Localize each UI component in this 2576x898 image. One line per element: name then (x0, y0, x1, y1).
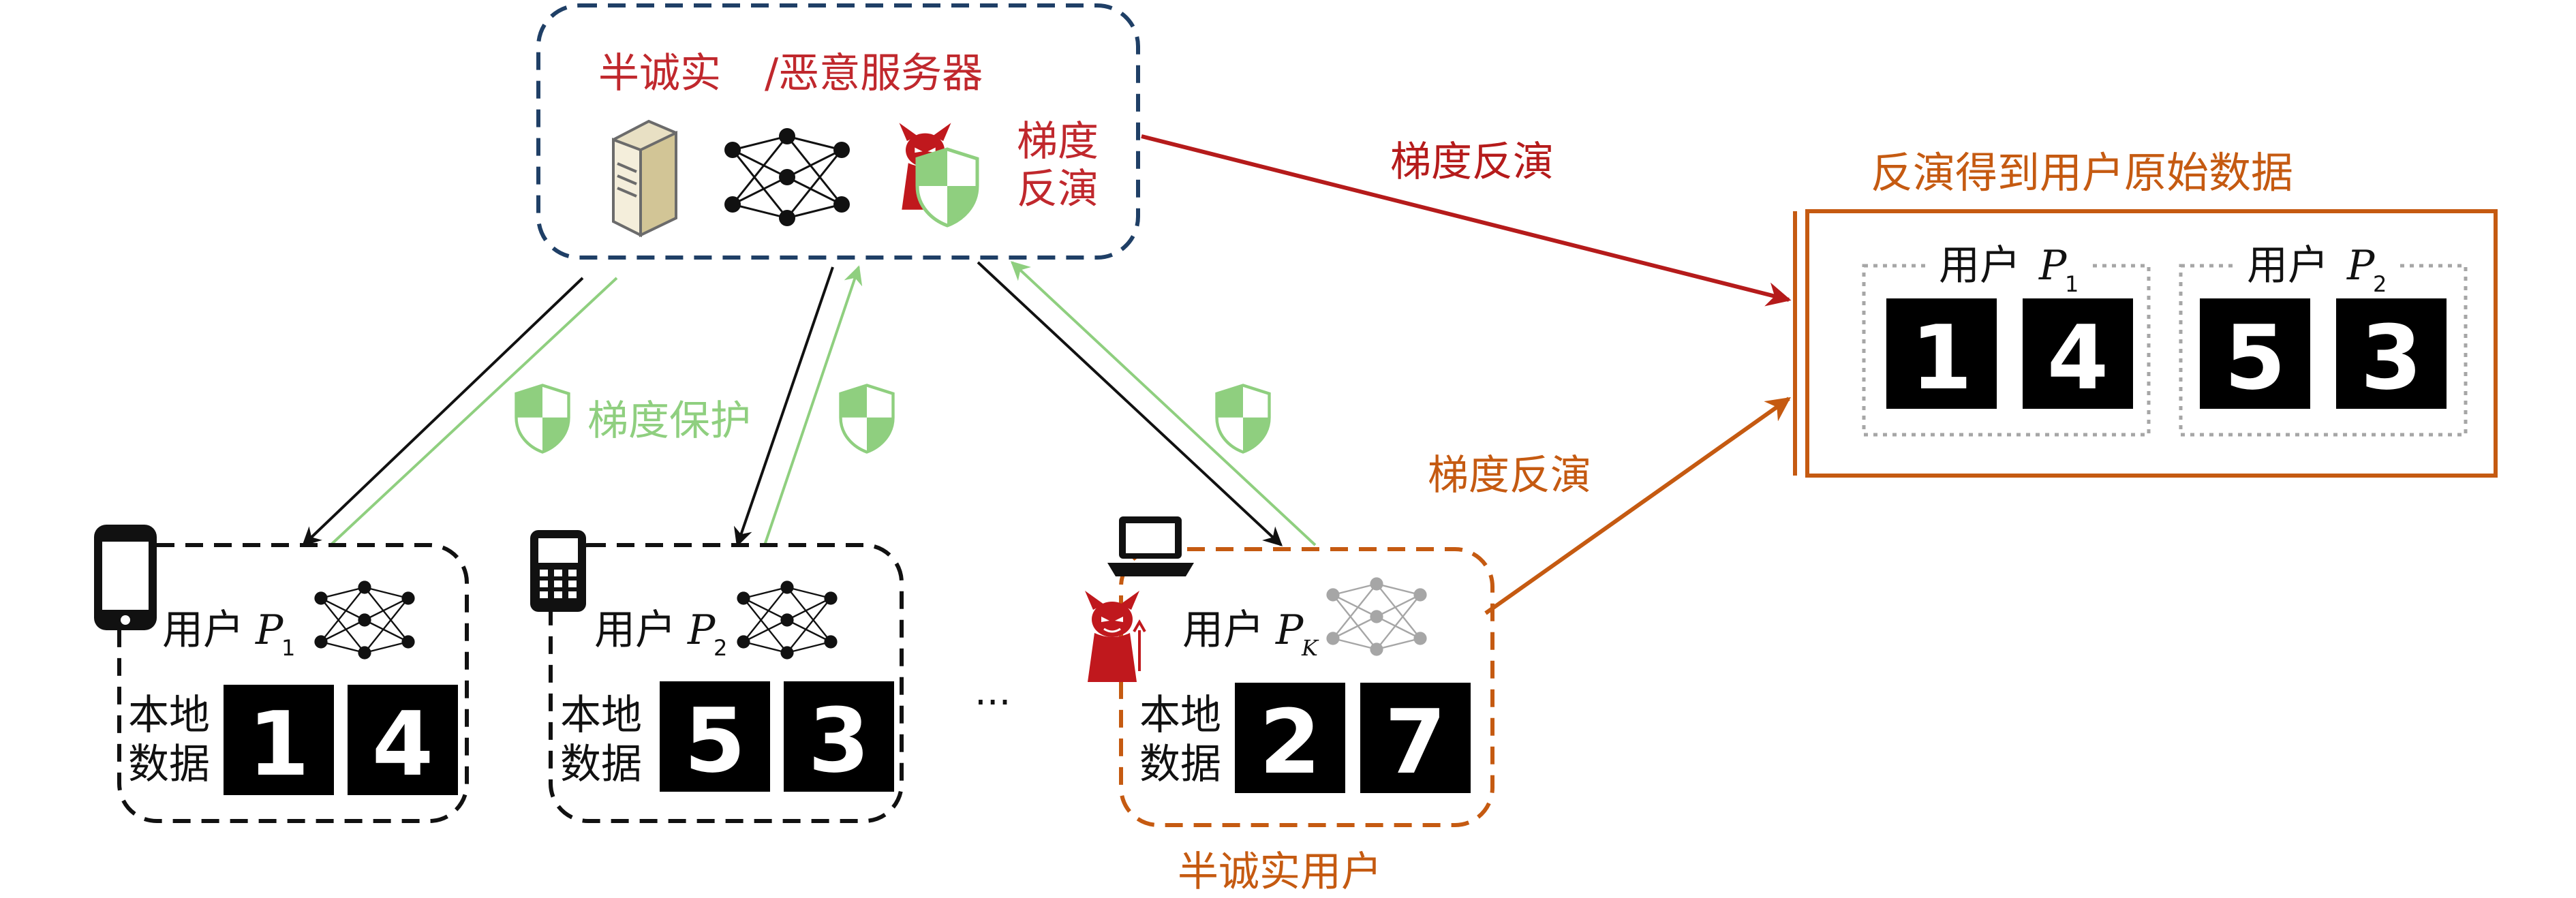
server-box: 半诚实 /恶意服务器 梯度 反演 (536, 3, 1140, 260)
client-box-userK: 用户 P K 本地 数据 2 7 (1085, 516, 1494, 827)
clientK-sub: K (1301, 635, 1319, 661)
protection-shield-icon-3 (1217, 386, 1270, 452)
result-user1-label: 用户 (1939, 242, 2021, 290)
semi-honest-client-label: 半诚实用户 (1178, 848, 1382, 896)
clientK-user-label: 用户 (1182, 606, 1264, 654)
client1-neural-network-icon (313, 580, 416, 660)
arrow-server-to-clientK (977, 261, 1283, 546)
client1-image-2 (348, 685, 458, 795)
result-user1-digit-1: 1 (1911, 306, 1972, 409)
server-shield-icon (917, 149, 977, 226)
protection-shield-icon-1 (517, 386, 569, 452)
clientK-digit-1: 2 (1259, 690, 1321, 794)
client2-digit-1: 5 (684, 689, 746, 792)
result-panel-user1: 用户 P 1 1 4 (1862, 242, 2151, 437)
arrow-server-to-client2 (733, 266, 834, 547)
result-panel-user2: 用户 P 2 5 3 (2179, 242, 2468, 437)
laptop-icon (1107, 516, 1194, 576)
client2-image-1 (660, 681, 770, 792)
clientK-neural-network-icon (1325, 576, 1428, 657)
client1-digit-2: 4 (372, 692, 433, 796)
result-user1-var: P (2038, 242, 2068, 290)
clientK-local-data-line2: 数据 (1139, 741, 1221, 788)
server-inversion-arrow (1141, 134, 1792, 307)
client2-var: P (687, 606, 716, 654)
client2-image-2 (784, 681, 894, 792)
arrow-client2-to-server (763, 265, 863, 546)
arrow-server-to-client1 (301, 277, 584, 546)
server-label-semi-honest: 半诚实 (598, 50, 721, 97)
server-label-malicious: /恶意服务器 (765, 50, 983, 97)
server-neural-network-icon (723, 127, 851, 228)
arrow-clientK-to-server (1010, 261, 1317, 546)
feature-phone-icon (530, 530, 586, 612)
server-tower-icon (612, 119, 677, 238)
client2-user-label: 用户 (594, 606, 676, 654)
result-user2-image-2 (2336, 298, 2447, 409)
client1-sub: 1 (281, 635, 295, 661)
reconstruction-result-box: 反演得到用户原始数据 用户 P 1 1 4 用户 P 2 5 3 (1793, 148, 2498, 478)
result-user2-digit-2: 3 (2361, 306, 2422, 409)
result-user1-sub: 1 (2065, 271, 2079, 297)
client-box-user2: 用户 P 2 本地 数据 5 3 (530, 530, 904, 823)
client1-digit-1: 1 (248, 692, 309, 796)
client-box-user1: 用户 P 1 本地 数据 1 4 (94, 525, 469, 823)
result-user2-image-1 (2200, 298, 2310, 409)
result-user2-var: P (2346, 242, 2376, 290)
client-inversion-label: 梯度反演 (1428, 452, 1591, 499)
result-user1-image-1 (1886, 298, 1997, 409)
client1-var: P (255, 606, 284, 654)
result-user2-digit-1: 5 (2224, 306, 2286, 409)
server-attack-label-line1: 梯度 (1017, 118, 1099, 166)
clientK-image-2 (1360, 683, 1471, 793)
clientK-var: P (1275, 606, 1304, 654)
communication-arrows (301, 261, 1317, 547)
client2-local-data-line1: 本地 (560, 692, 642, 739)
clientK-digit-2: 7 (1385, 690, 1446, 794)
result-user2-label: 用户 (2247, 242, 2329, 290)
client1-image-1 (224, 685, 334, 795)
clientK-local-data-line1: 本地 (1139, 692, 1221, 739)
client2-local-data-line2: 数据 (560, 741, 642, 788)
reconstruction-title: 反演得到用户原始数据 (1871, 148, 2293, 198)
client2-sub: 2 (714, 635, 727, 661)
protection-shield-icon-2 (841, 386, 893, 452)
clientK-image-1 (1235, 683, 1345, 793)
client1-user-label: 用户 (162, 606, 244, 654)
client1-local-data-line2: 数据 (128, 741, 210, 788)
result-user1-digit-2: 4 (2047, 306, 2109, 409)
client1-local-data-line1: 本地 (128, 692, 210, 739)
client2-digit-2: 3 (808, 689, 870, 792)
client-inversion-arrow (1484, 397, 1791, 615)
smartphone-icon (94, 525, 157, 630)
gradient-protection-group: 梯度保护 (517, 386, 1270, 452)
gradient-protection-label: 梯度保护 (587, 397, 751, 445)
result-user2-sub: 2 (2373, 271, 2387, 297)
client2-neural-network-icon (736, 580, 838, 660)
result-user1-image-2 (2023, 298, 2133, 409)
server-inversion-label: 梯度反演 (1390, 138, 1554, 186)
malicious-client-devil-icon (1085, 591, 1145, 682)
server-attack-label-line2: 反演 (1017, 166, 1099, 213)
more-clients-ellipsis: ··· (975, 681, 1011, 725)
arrow-client1-to-server (329, 277, 618, 546)
